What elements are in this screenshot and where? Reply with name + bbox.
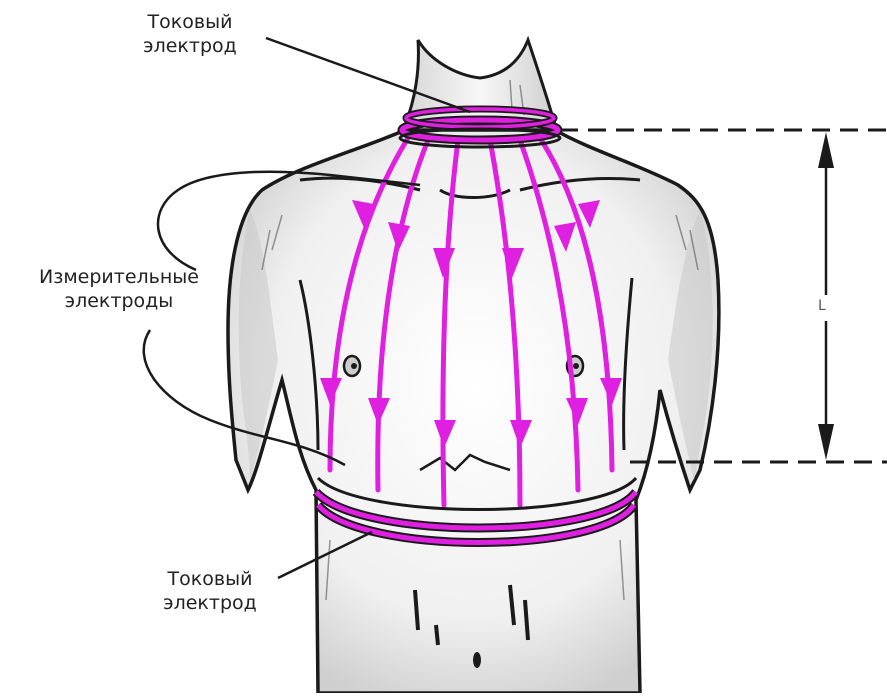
nipple-left	[344, 356, 360, 376]
torso	[228, 130, 719, 693]
navel	[473, 652, 481, 668]
label-current-electrode-top: Токовый электрод	[120, 10, 260, 58]
label-line: электрод	[140, 591, 280, 615]
dimension-arrow-icon	[814, 132, 838, 460]
length-label: L	[818, 298, 826, 314]
label-current-electrode-bottom: Токовый электрод	[140, 567, 280, 615]
label-line: Токовый	[140, 567, 280, 591]
label-measuring-electrodes: Измерительные электроды	[4, 265, 234, 313]
label-line: Измерительные	[4, 265, 234, 289]
label-line: Токовый	[120, 10, 260, 34]
label-line: электроды	[4, 289, 234, 313]
label-line: электрод	[120, 34, 260, 58]
abdomen-line-left2	[436, 625, 438, 645]
